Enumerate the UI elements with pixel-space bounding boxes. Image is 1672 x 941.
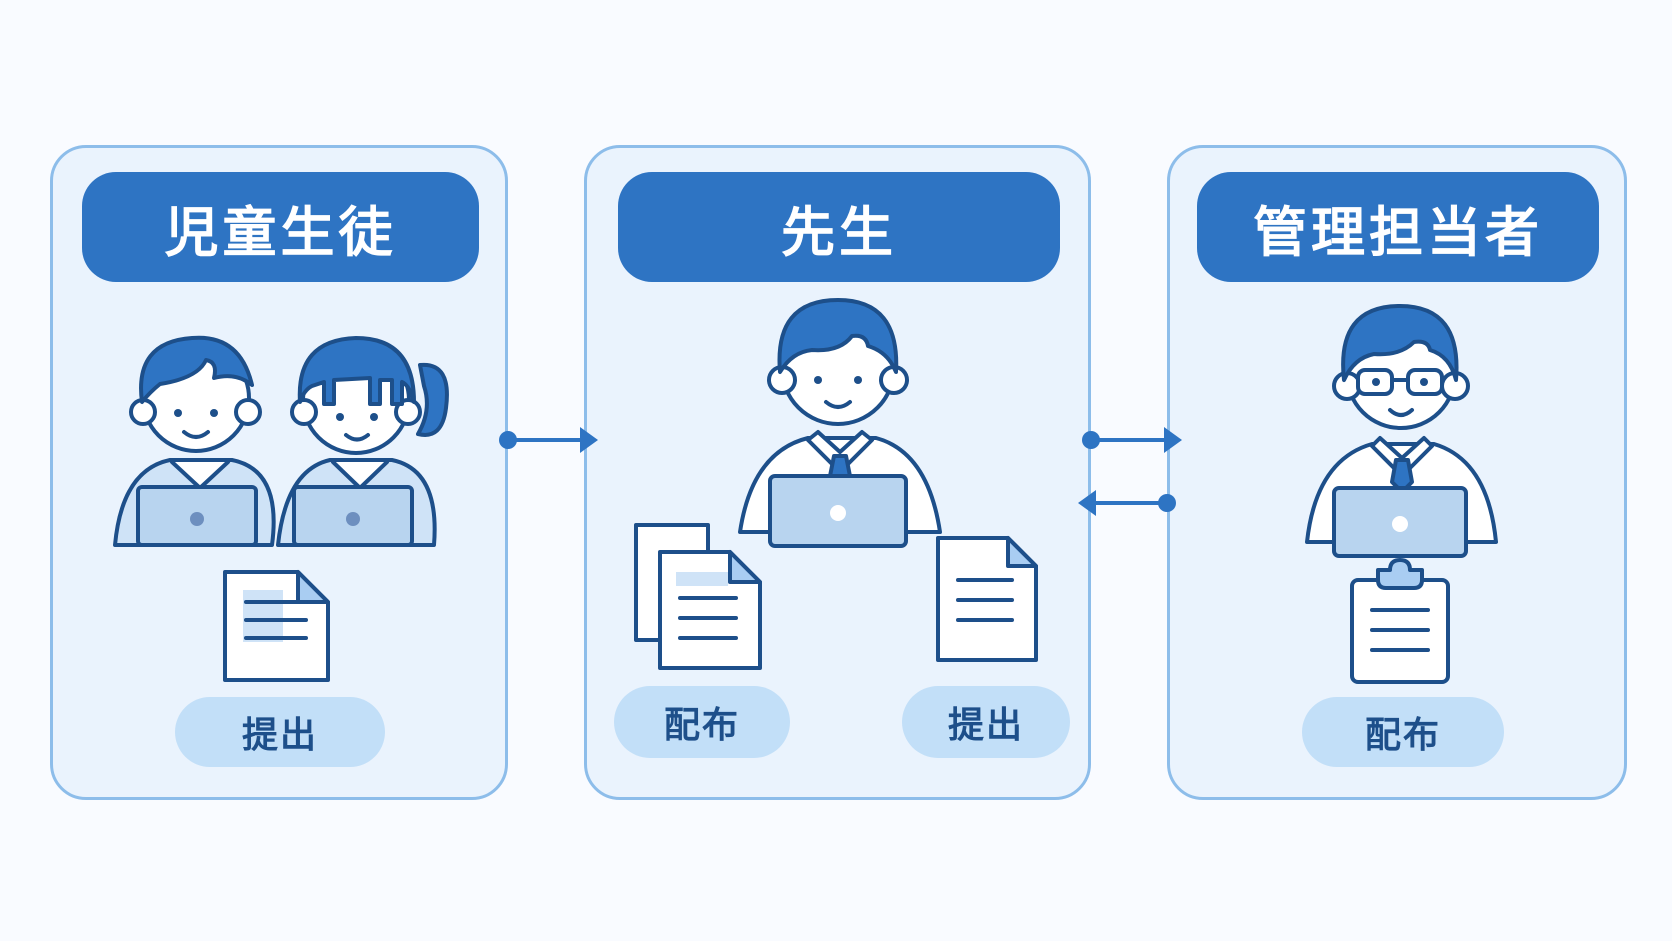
panel-students-title: 児童生徒 [82, 172, 479, 282]
laptop-icon [292, 485, 414, 547]
submit-label-teacher: 提出 [902, 686, 1070, 758]
document-icon [223, 570, 330, 682]
laptop-icon [768, 474, 908, 548]
distribute-label-teacher: 配布 [614, 686, 790, 758]
student-boy-icon [113, 335, 276, 547]
laptop-icon [136, 485, 258, 547]
clipboard-icon [1350, 558, 1450, 684]
document-icon [634, 523, 762, 670]
document-icon [936, 536, 1038, 662]
arrow-students-to-teacher [499, 427, 598, 453]
submit-label-students: 提出 [175, 697, 385, 767]
student-girl-icon [276, 336, 449, 547]
distribute-label-admin: 配布 [1302, 697, 1504, 767]
panel-teacher-title: 先生 [618, 172, 1060, 282]
teacher-icon [738, 298, 942, 548]
arrow-teacher-to-admin [1082, 427, 1182, 453]
arrow-admin-to-teacher [1078, 490, 1176, 516]
laptop-icon [1332, 486, 1468, 558]
panel-admin-title: 管理担当者 [1197, 172, 1599, 282]
admin-icon [1305, 304, 1498, 558]
